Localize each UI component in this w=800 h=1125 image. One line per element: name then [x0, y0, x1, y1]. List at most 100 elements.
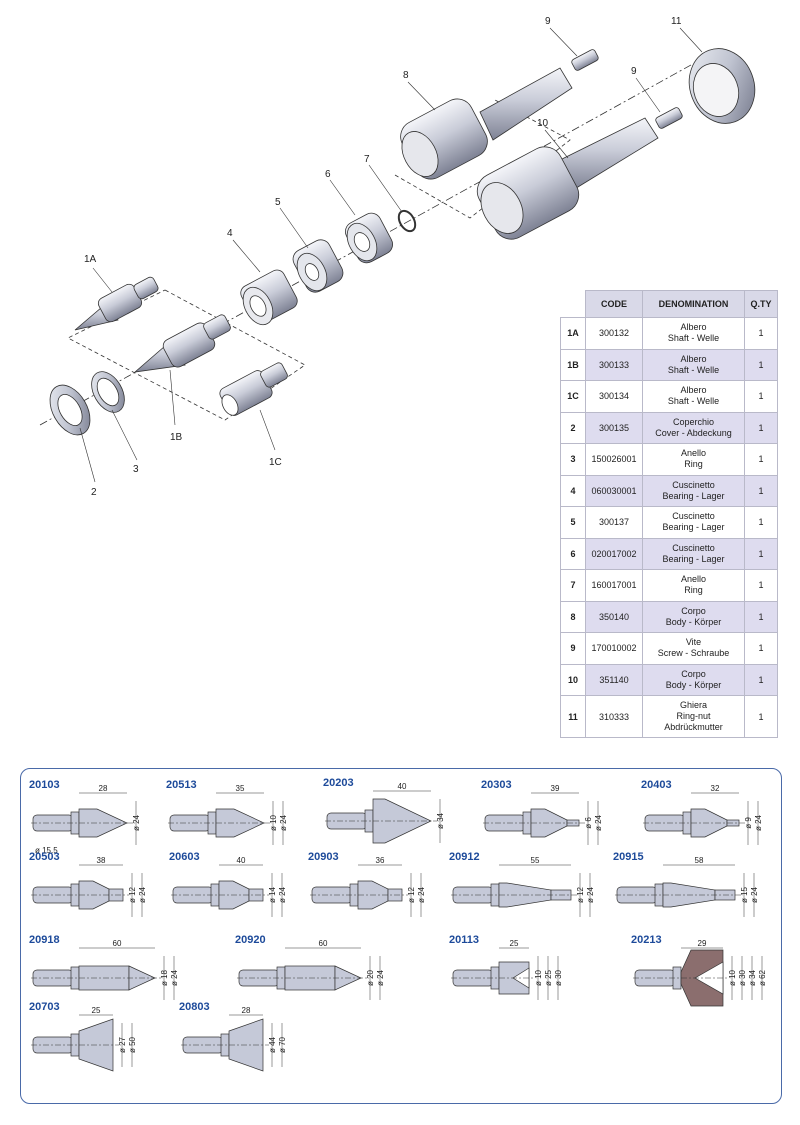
- tip-length-label: 36: [376, 856, 385, 865]
- denomination-line: Ring-nut: [676, 711, 711, 721]
- denomination-line: Cuscinetto: [672, 479, 715, 490]
- tip-diameter-label: ø 30: [738, 969, 747, 986]
- tip-diameter-label: ø 14: [268, 886, 277, 903]
- part-qty: 1: [744, 569, 778, 602]
- header-qty: Q.TY: [744, 290, 778, 318]
- denomination-line: Albero: [680, 353, 707, 364]
- denomination-line: Cuscinetto: [672, 511, 715, 522]
- part-qty: 1: [744, 632, 778, 665]
- part-10-body: [476, 117, 659, 240]
- tip-diameter-label: ø 25: [544, 969, 553, 986]
- tip-diameter-label: ø 24: [586, 886, 595, 903]
- tip-diameter-label: ø 10: [728, 969, 737, 986]
- denomination-line: Shaft - Welle: [667, 364, 720, 375]
- denomination-line: Shaft - Welle: [667, 396, 720, 407]
- denomination-line: Bearing - Lager: [662, 553, 725, 564]
- denomination-line: Albero: [680, 322, 707, 333]
- tip-length-label: 29: [698, 939, 707, 948]
- tip-code-label: 20703: [29, 1001, 60, 1013]
- denomination-line: Bearing - Lager: [662, 522, 725, 533]
- part-code: 351140: [585, 663, 643, 696]
- callout-8: 8: [403, 70, 409, 81]
- header-code: CODE: [585, 290, 643, 318]
- callout-9b: 9: [631, 66, 637, 77]
- denomination-line: Corpo: [681, 605, 706, 616]
- tip-length-label: 60: [319, 939, 328, 948]
- part-code: 160017001: [585, 569, 643, 602]
- tip-length-label: 39: [551, 784, 560, 793]
- denomination-line: Abdrückmutter: [664, 722, 723, 732]
- part-5-bearing: [292, 239, 344, 293]
- part-number: 1A: [560, 317, 586, 350]
- tip-diameter-label: ø 34: [436, 812, 445, 829]
- tip-diameter-label: ø 62: [758, 969, 767, 986]
- exploded-assembly-drawing: 1A 1B 1C 2 3 4 5 6 7 8 9 9 10 11: [39, 16, 756, 498]
- tip-diameter-label: ø 34: [748, 969, 757, 986]
- denomination-line: Ring: [684, 459, 703, 470]
- tip-length-label: 60: [113, 939, 122, 948]
- denomination-line: Body - Körper: [665, 679, 722, 690]
- tip-code-label: 20513: [166, 779, 197, 791]
- part-code: 020017002: [585, 537, 643, 570]
- callout-4: 4: [227, 228, 233, 239]
- tip-diameter-label: ø 20: [366, 969, 375, 986]
- tip-diameter-label: ø 24: [754, 814, 763, 831]
- tip-diameter-label: ø 18: [160, 969, 169, 986]
- part-9-screw: [571, 49, 683, 129]
- part-1a-shaft: [74, 276, 159, 331]
- callout-7: 7: [364, 154, 370, 165]
- tip-diameter-label: ø 10: [534, 969, 543, 986]
- tip-code-label: 20912: [449, 851, 480, 863]
- tip-code-label: 20103: [29, 779, 60, 791]
- part-qty: 1: [744, 506, 778, 539]
- part-code: 060030001: [585, 474, 643, 507]
- tip-length-label: 38: [97, 856, 106, 865]
- part-number: 1B: [560, 348, 586, 381]
- part-code: 300134: [585, 380, 643, 413]
- part-qty: 1: [744, 380, 778, 413]
- part-number: 2: [560, 411, 586, 444]
- header-denomination: DENOMINATION: [642, 290, 745, 318]
- tip-length-label: 40: [398, 782, 407, 791]
- tip-code-label: 20918: [29, 934, 60, 946]
- tip-diameter-label: ø 27: [118, 1036, 127, 1053]
- callout-1c: 1C: [269, 457, 282, 468]
- tip-diameter-label: ø 10: [269, 814, 278, 831]
- part-number: 11: [560, 695, 586, 738]
- tip-diameter-label: ø 24: [417, 886, 426, 903]
- tip-diameter-label: ø 24: [138, 886, 147, 903]
- part-number: 4: [560, 474, 586, 507]
- part-number: 1C: [560, 380, 586, 413]
- tip-code-label: 20303: [481, 779, 512, 791]
- part-6-ball-bearing: [345, 212, 393, 264]
- denomination-line: Anello: [680, 448, 707, 459]
- tip-length-label: 40: [237, 856, 246, 865]
- tip-length-label: 35: [236, 784, 245, 793]
- denomination-line: Bearing - Lager: [662, 490, 725, 501]
- denomination-line: Ring: [684, 585, 703, 596]
- tip-diameter-label: ø 24: [278, 886, 287, 903]
- tip-length-label: 32: [711, 784, 720, 793]
- part-number: 10: [560, 663, 586, 696]
- tip-length-label: 25: [92, 1006, 101, 1015]
- header-blank: [560, 290, 586, 318]
